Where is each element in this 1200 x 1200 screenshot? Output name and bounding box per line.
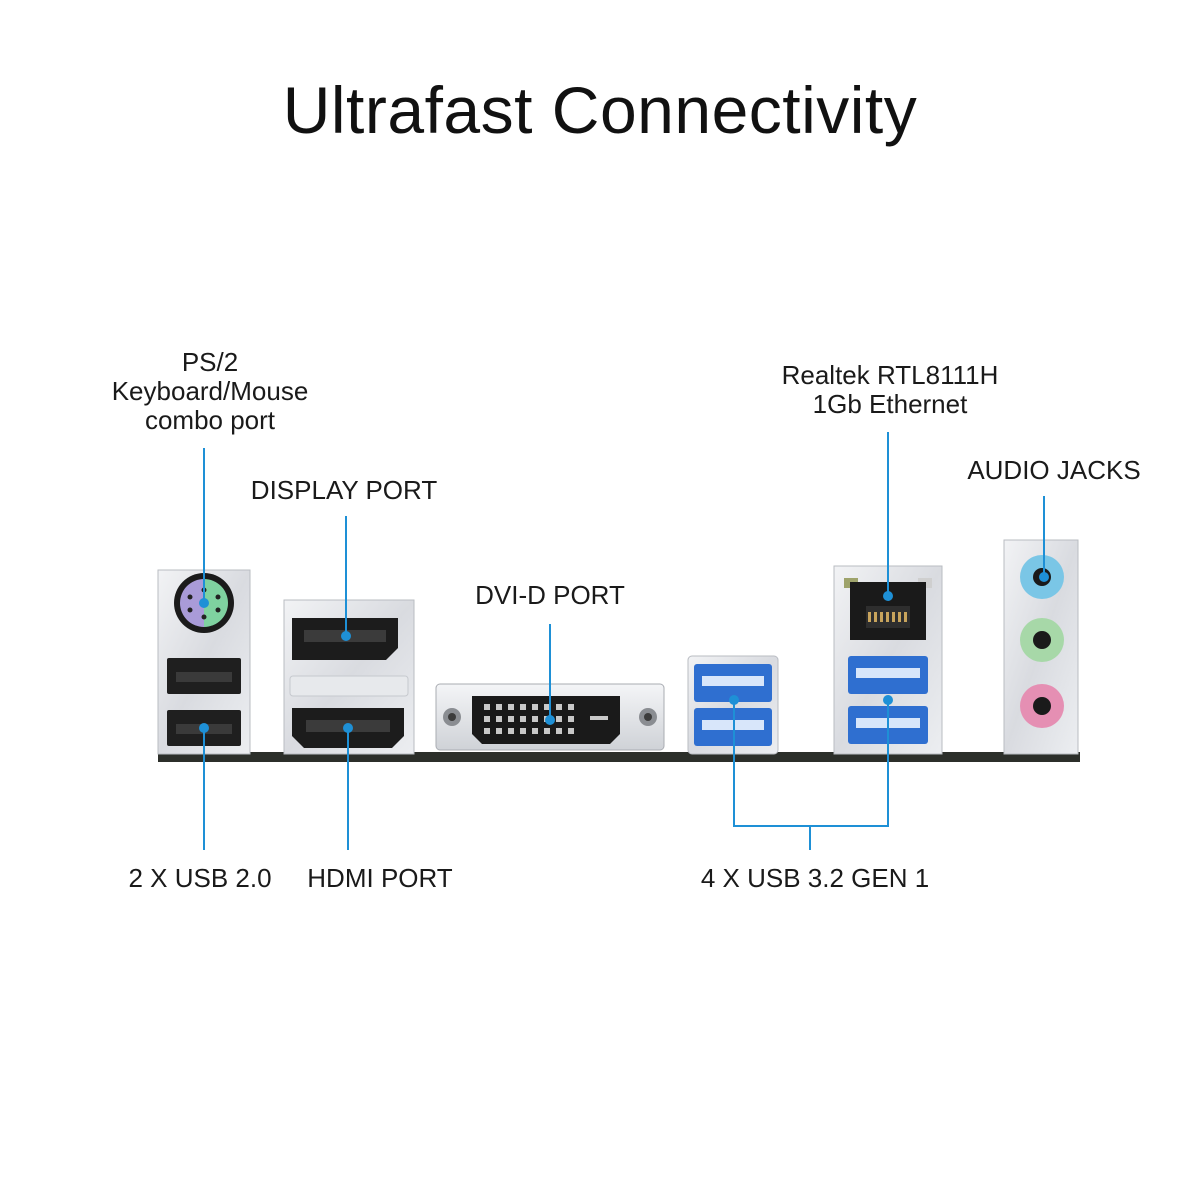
- ps2-label-line-1: PS/2: [181, 347, 239, 377]
- dp-hdmi-stack: [283, 599, 415, 755]
- ethernet-label: Realtek RTL8111H 1Gb Ethernet: [760, 361, 1020, 419]
- audio-stack: [1003, 539, 1079, 755]
- dot-display-port: [341, 631, 351, 641]
- dot-hdmi: [343, 723, 353, 733]
- ethernet-label-line-2: 1Gb Ethernet: [812, 389, 968, 419]
- audio-jacks-label: AUDIO JACKS: [967, 455, 1141, 485]
- usb2-label: 2 X USB 2.0: [128, 863, 272, 893]
- dot-dvi: [545, 715, 555, 725]
- callout-lines: [203, 432, 1045, 850]
- callout-dots: [199, 572, 1049, 733]
- dot-usb2: [199, 723, 209, 733]
- dot-audio: [1039, 572, 1049, 582]
- board-edge: [158, 752, 1080, 762]
- ethernet-label-line-1: Realtek RTL8111H: [781, 360, 999, 390]
- ps2-label: PS/2 Keyboard/Mouse combo port: [100, 348, 320, 435]
- dvi-port-label: DVI-D PORT: [475, 580, 625, 610]
- dot-usb3-right: [883, 695, 893, 705]
- display-port-label: DISPLAY PORT: [250, 475, 438, 505]
- hdmi-port-label: HDMI PORT: [307, 863, 453, 893]
- dot-usb3-left: [729, 695, 739, 705]
- ps2-label-line-2: Keyboard/Mouse: [111, 376, 309, 406]
- dot-ps2: [199, 598, 209, 608]
- dot-ethernet: [883, 591, 893, 601]
- usb3-label: 4 X USB 3.2 GEN 1: [700, 863, 930, 893]
- ps2-label-line-3: combo port: [144, 405, 276, 435]
- page-title: Ultrafast Connectivity: [282, 73, 918, 147]
